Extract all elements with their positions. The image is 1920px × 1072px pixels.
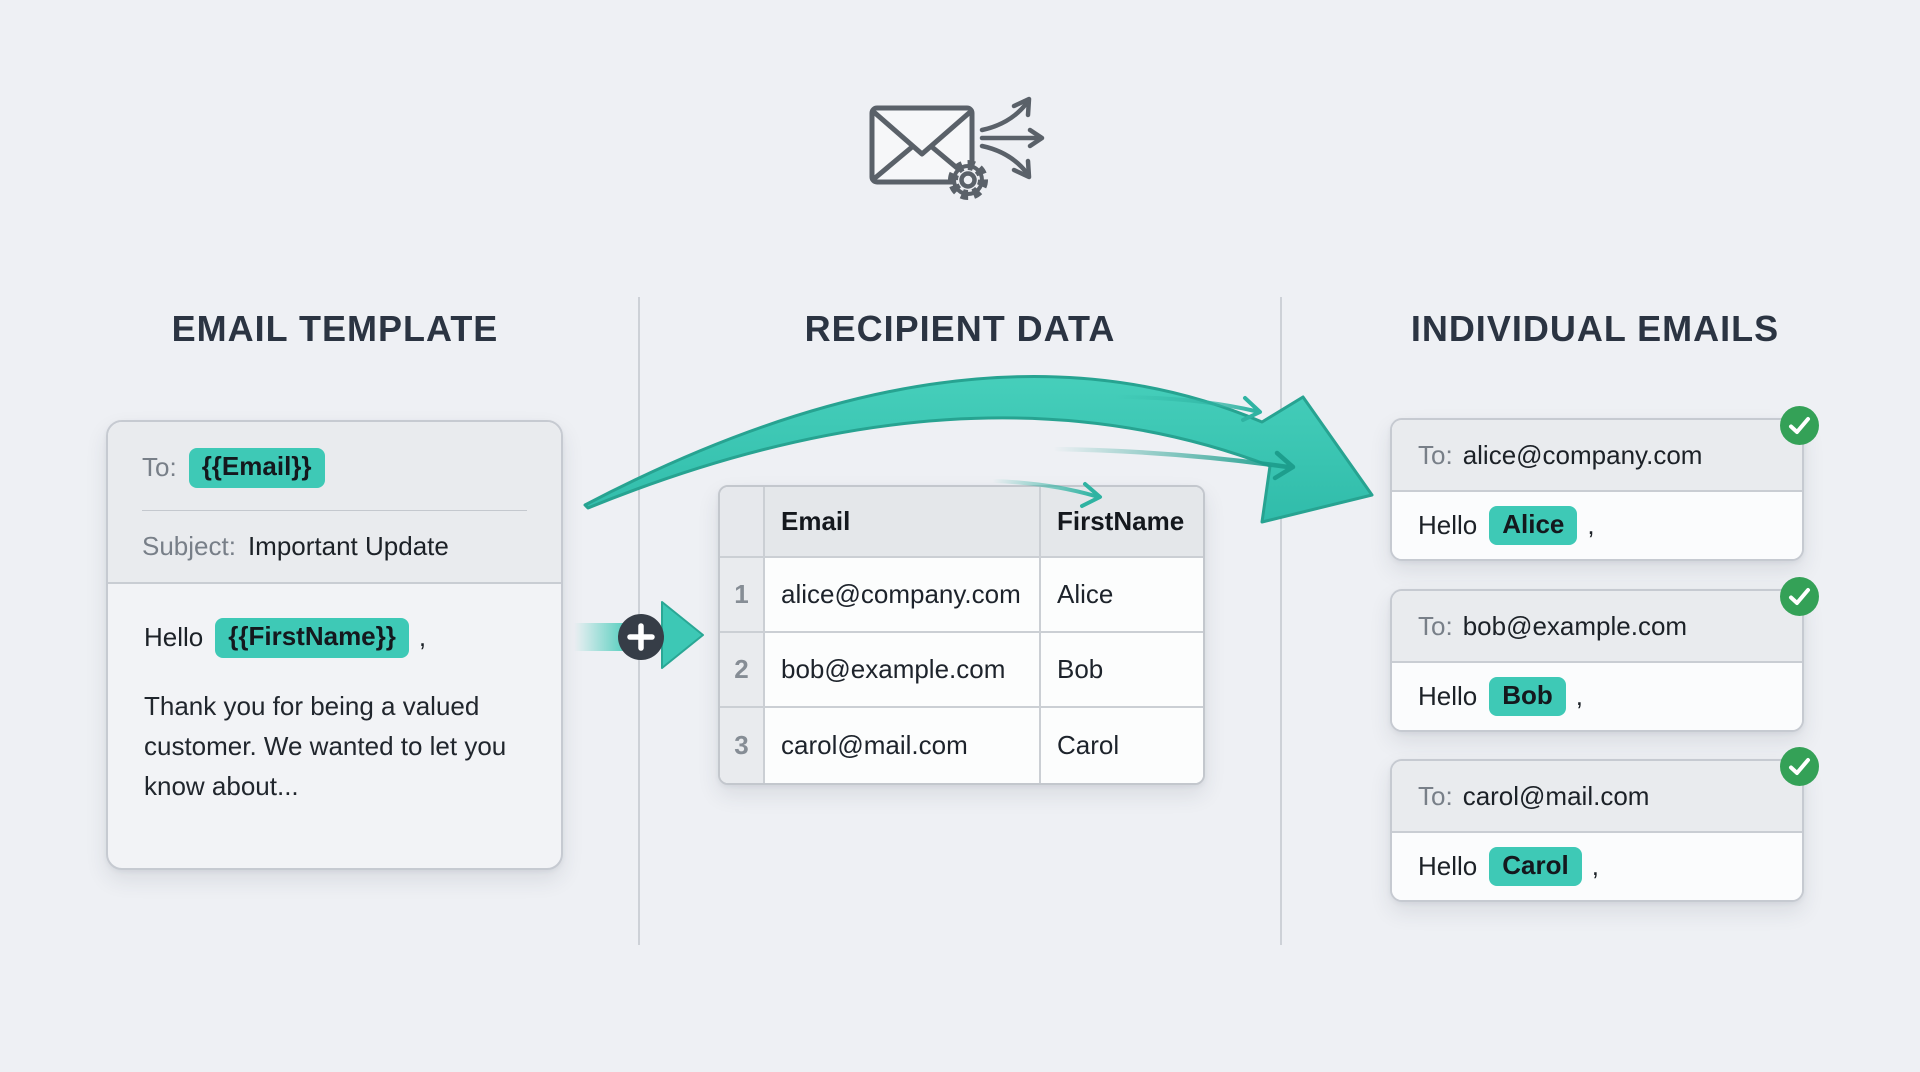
table-cell-firstname: Carol — [1041, 708, 1203, 783]
email-card-header: To: bob@example.com — [1392, 591, 1802, 663]
greeting-prefix: Hello — [1418, 681, 1478, 711]
greeting-comma: , — [418, 622, 427, 653]
check-icon — [1780, 406, 1819, 445]
merge-connector — [574, 601, 704, 669]
flow-arrow-small-icon — [1050, 446, 1296, 481]
table-cell-firstname: Alice — [1041, 558, 1203, 633]
gear-icon — [948, 160, 988, 200]
column-divider-right — [1280, 297, 1282, 945]
email-card-header: To: alice@company.com — [1392, 420, 1802, 492]
template-subject-row: Subject: Important Update — [142, 531, 527, 562]
table-row-number: 3 — [720, 708, 765, 783]
plus-icon — [618, 614, 664, 660]
email-to-value: bob@example.com — [1462, 610, 1688, 641]
individual-email-card: To: bob@example.com Hello Bob , — [1390, 577, 1819, 732]
heading-individual-emails: INDIVIDUAL EMAILS — [1410, 308, 1780, 349]
email-card-body: Hello Bob , — [1392, 663, 1802, 730]
to-label: To: — [142, 452, 177, 483]
flow-arrowhead-icon — [661, 601, 704, 669]
fanout-arrows-icon — [979, 96, 1045, 180]
table-header-email: Email — [765, 487, 1041, 558]
heading-recipient-data: RECIPIENT DATA — [804, 308, 1116, 349]
greeting-prefix: Hello — [1418, 851, 1478, 881]
email-to-value: carol@mail.com — [1462, 780, 1650, 811]
merged-name-chip: Bob — [1489, 676, 1566, 717]
table-cell-email: alice@company.com — [765, 558, 1041, 633]
check-icon — [1780, 747, 1819, 786]
greeting-comma: , — [1587, 510, 1595, 540]
subject-value: Important Update — [247, 530, 449, 561]
table-cell-firstname: Bob — [1041, 633, 1203, 708]
table-cell-email: bob@example.com — [765, 633, 1041, 708]
to-label: To: — [1418, 439, 1453, 470]
to-label: To: — [1418, 610, 1453, 641]
merged-name-chip: Carol — [1489, 846, 1582, 887]
email-to-value: alice@company.com — [1462, 439, 1703, 470]
heading-email-template: EMAIL TEMPLATE — [171, 308, 499, 349]
email-token-chip: {{Email}} — [188, 448, 325, 488]
greeting-comma: , — [1575, 681, 1584, 711]
email-template-card: To: {{Email}} Subject: Important Update … — [106, 420, 563, 870]
mail-merge-distribution-icon — [869, 96, 1045, 200]
merged-name-chip: Alice — [1489, 505, 1578, 546]
greeting-comma: , — [1591, 851, 1599, 881]
template-body-text: Thank you for being a valued customer. W… — [144, 690, 507, 802]
check-icon — [1780, 577, 1819, 616]
template-greeting: Hello {{FirstName}} , — [144, 617, 525, 658]
recipient-data-table: Email FirstName 1 alice@company.com Alic… — [718, 485, 1205, 785]
to-label: To: — [1418, 780, 1453, 811]
envelope-icon — [869, 105, 975, 185]
table-header-firstname: FirstName — [1041, 487, 1203, 558]
firstname-token-chip: {{FirstName}} — [215, 617, 409, 658]
greeting-prefix: Hello — [1418, 510, 1478, 540]
table-row-number: 2 — [720, 633, 765, 708]
flow-arrow-small-icon — [1113, 395, 1262, 422]
template-to-row: To: {{Email}} — [142, 448, 527, 488]
table-cell-email: carol@mail.com — [765, 708, 1041, 783]
subject-label: Subject: — [142, 530, 236, 561]
email-card-header: To: carol@mail.com — [1392, 761, 1802, 833]
table-row-number: 1 — [720, 558, 765, 633]
table-corner-cell — [720, 487, 765, 558]
individual-email-card: To: alice@company.com Hello Alice , — [1390, 406, 1819, 561]
email-card-body: Hello Carol , — [1392, 833, 1802, 900]
template-header-divider — [142, 509, 527, 511]
template-card-header: To: {{Email}} Subject: Important Update — [108, 422, 561, 584]
template-card-body: Hello {{FirstName}} , Thank you for bein… — [108, 584, 561, 841]
individual-email-card: To: carol@mail.com Hello Carol , — [1390, 747, 1819, 902]
email-card-body: Hello Alice , — [1392, 492, 1802, 559]
greeting-prefix: Hello — [144, 622, 204, 653]
